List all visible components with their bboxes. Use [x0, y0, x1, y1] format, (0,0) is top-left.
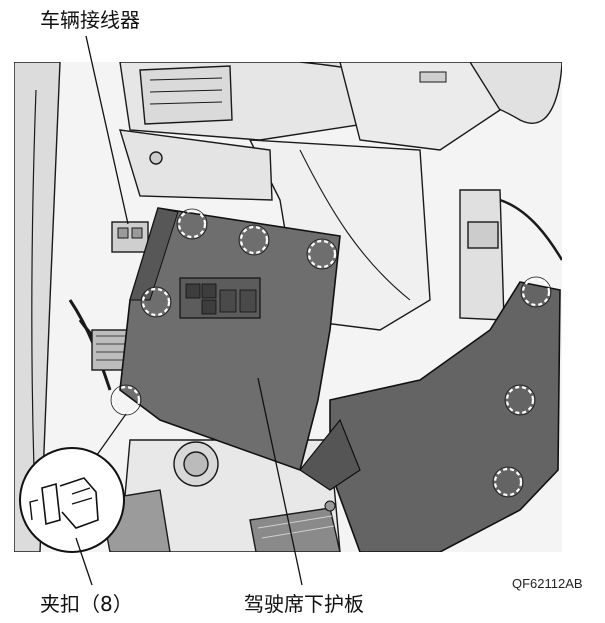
- pedal-grip: [257, 515, 335, 539]
- wheel-emblem: [419, 71, 447, 83]
- clip-label: 夹扣（8）: [40, 592, 133, 616]
- clip-body: [41, 482, 61, 526]
- right-connector: [467, 221, 499, 249]
- leader-clip: [75, 537, 93, 586]
- dash-bracket: [119, 129, 273, 201]
- right-bracket: [459, 189, 505, 321]
- clip-marker: [141, 287, 171, 317]
- connector-pin: [131, 227, 143, 239]
- switch-blank: [219, 289, 237, 313]
- shroud-contour: [299, 149, 411, 301]
- clip-tabs: [71, 487, 93, 505]
- clip-marker: [505, 385, 535, 415]
- vent-slats: [149, 77, 223, 105]
- right-wire: [499, 198, 562, 261]
- vehicle-connector: [111, 221, 149, 253]
- switch: [185, 283, 201, 299]
- air-vent: [139, 65, 233, 125]
- cover-side-face: [129, 207, 179, 301]
- switch: [201, 283, 217, 299]
- figure-code: QF62112AB: [512, 576, 583, 591]
- cover-joint: [299, 418, 361, 491]
- vehicle-connector-label: 车辆接线器: [40, 8, 140, 32]
- driver-lower-cover-label: 驾驶席下护板: [244, 592, 364, 616]
- clip-marker: [111, 385, 141, 415]
- clip-marker: [521, 277, 551, 307]
- steering-wheel-hub: [339, 62, 501, 151]
- pedal: [249, 507, 341, 552]
- clip-marker: [493, 467, 523, 497]
- clip-detail-inset: [19, 413, 127, 553]
- clip-marker: [239, 225, 269, 255]
- switch-blank: [239, 289, 257, 313]
- bracket-bolt: [149, 151, 163, 165]
- clip-head: [59, 477, 99, 529]
- driver-lower-cover-right: [329, 281, 561, 552]
- clip-arm: [29, 499, 39, 521]
- steering-shaft: [183, 451, 209, 477]
- door-pillar: [14, 62, 61, 552]
- clip-marker: [177, 209, 207, 239]
- fuse-block-slots: [96, 335, 128, 361]
- leader-driver-lower-cover: [257, 377, 303, 586]
- clip-marker: [307, 239, 337, 269]
- connector-pin: [117, 227, 129, 239]
- door-seam: [31, 89, 37, 471]
- floor-screw: [324, 500, 336, 512]
- switch: [201, 299, 217, 315]
- leader-vehicle-connector: [85, 35, 129, 225]
